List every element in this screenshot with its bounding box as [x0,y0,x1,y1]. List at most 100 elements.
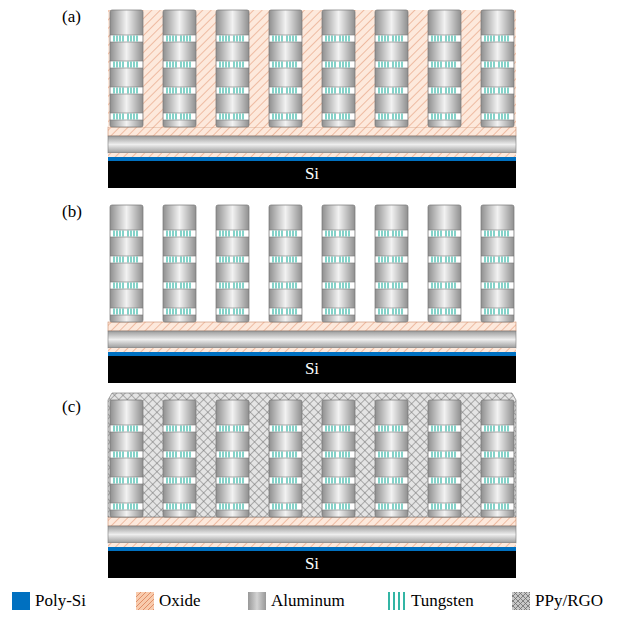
tungsten-via [136,62,137,68]
tungsten-via-row [482,230,514,237]
tungsten-via [225,309,226,315]
tungsten-via [116,62,117,68]
tungsten-via [233,231,234,237]
tungsten-via [133,452,134,458]
tungsten-via [175,426,176,432]
oxide-layer [108,322,516,331]
tungsten-via [334,257,335,263]
legend-text: Poly-Si [35,592,86,611]
tungsten-via [278,452,279,458]
substrate-label: Si [305,360,319,379]
tungsten-via [392,36,393,42]
tungsten-via [183,88,184,94]
tungsten-via [454,62,455,68]
layer-edge [428,477,461,478]
tungsten-via [239,426,240,432]
tungsten-via [295,36,296,42]
aluminum-pillar [216,10,249,127]
tungsten-via [136,452,137,458]
tungsten-via [395,426,396,432]
layer-edge [269,263,302,264]
tungsten-via [242,309,243,315]
tungsten-via-row [376,477,408,484]
hatch [512,592,527,610]
tungsten-via [295,309,296,315]
tungsten-via [116,36,117,42]
tungsten-via [119,62,120,68]
tungsten-via [378,114,379,120]
tungsten-via [275,478,276,484]
tungsten-via [381,114,382,120]
tungsten-via [219,257,220,263]
tungsten-via [225,478,226,484]
layer-edge [216,503,249,504]
tungsten-via [498,283,499,289]
tungsten-via-row [482,282,514,289]
tungsten-via [136,36,137,42]
layer-edge [375,315,408,316]
tungsten-via [281,426,282,432]
layer-edge [163,256,196,257]
layer-edge [216,113,249,114]
tungsten-via [342,231,343,237]
tungsten-via [484,257,485,263]
tungsten-via [431,309,432,315]
layer-edge [163,308,196,309]
layer-edge [163,510,196,511]
tungsten-via [127,478,128,484]
panel-label: (b) [62,203,82,222]
tungsten-via [272,478,273,484]
tungsten-via [445,504,446,510]
layer-edge [428,35,461,36]
layer-edge [375,61,408,62]
aluminum-pillar [322,205,355,322]
tungsten-via [398,309,399,315]
tungsten-via [136,88,137,94]
tungsten-via [166,504,167,510]
tungsten-via [175,309,176,315]
tungsten-via-row [270,503,302,510]
tungsten-via [186,452,187,458]
tungsten-via [286,452,287,458]
tungsten-via [345,283,346,289]
tungsten-via-row [323,230,355,237]
tungsten-via [169,426,170,432]
tungsten-via [175,231,176,237]
tungsten-via [392,426,393,432]
legend-text: Tungsten [411,592,474,611]
tungsten-via [342,309,343,315]
tungsten-via [325,309,326,315]
tungsten-via [286,114,287,120]
tungsten-via [325,231,326,237]
tungsten-via-row [482,503,514,510]
tungsten-via [454,504,455,510]
tungsten-via [119,88,120,94]
oxide-layer [108,153,516,157]
layer-edge [322,451,355,452]
tungsten-via [490,504,491,510]
tungsten-via [378,231,379,237]
tungsten-via [339,231,340,237]
tungsten-via [501,231,502,237]
tungsten-via [278,62,279,68]
tungsten-via [281,452,282,458]
tungsten-via [272,257,273,263]
tungsten-via-row [270,35,302,42]
aluminum-pillar [269,10,302,127]
tungsten-via [225,504,226,510]
tungsten-via [348,257,349,263]
tungsten-via [501,62,502,68]
tungsten-via-row [217,477,249,484]
layer-edge [375,432,408,433]
tungsten-via [119,114,120,120]
tungsten-via-row [429,113,461,120]
tungsten-via [381,504,382,510]
tungsten-via-row [323,256,355,263]
tungsten-via [166,426,167,432]
tungsten-via [136,504,137,510]
tungsten-via-row [270,308,302,315]
si-substrate [108,161,516,188]
tungsten-via [239,62,240,68]
si-substrate-band: Si [108,161,516,188]
tungsten-via [490,257,491,263]
